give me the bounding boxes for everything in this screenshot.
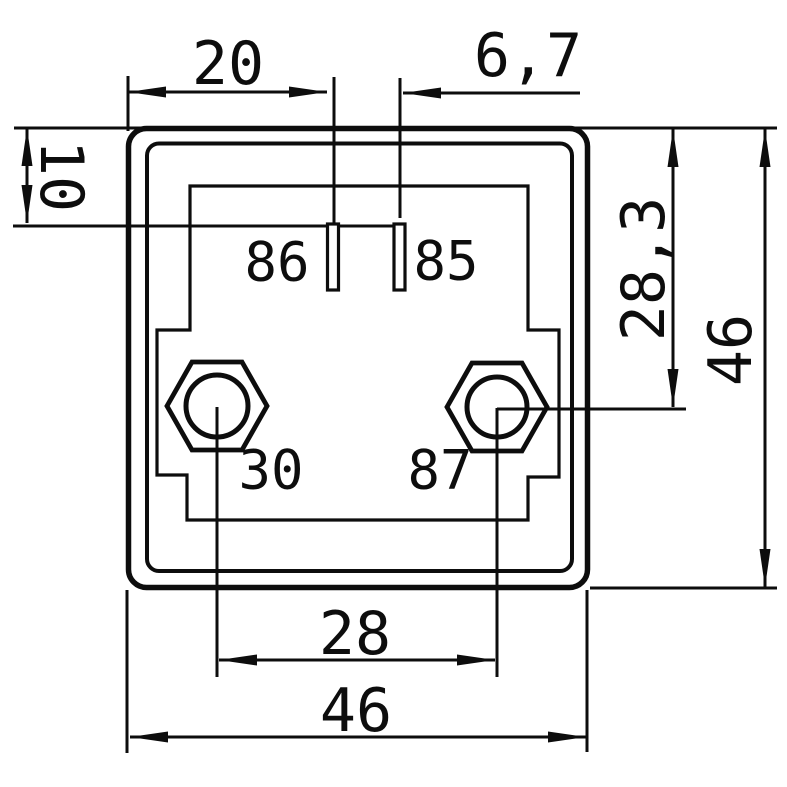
dimension-46-right: 46 [696,129,771,587]
dimension-46-bottom: 46 [130,676,586,746]
dim-10-arrow-down [21,185,33,223]
terminal-label-87: 87 [407,439,472,502]
dim-28-arrow-right [457,654,495,666]
dim-28-arrow-left [219,654,257,666]
dimension-28: 28 [219,599,495,669]
dim-label-28: 28 [319,599,391,669]
dim-46-right-arrow-down [759,549,771,587]
terminal-87-hex-nut [444,360,550,454]
terminal-85-slot [392,222,407,292]
dim-label-46-right: 46 [696,314,766,386]
dim-20-arrow-right [289,86,327,98]
dim-46-right-arrow-up [759,129,771,167]
dim-10-arrow-up [21,128,33,166]
housing-outlines [125,125,591,591]
terminal-label-86: 86 [244,231,309,294]
dim-6-7-arrow-left [403,87,441,99]
dim-label-20: 20 [192,29,264,99]
terminal-86-slot [325,222,341,292]
terminals: 86 85 30 87 [164,222,686,677]
outer-housing-outline [125,125,591,591]
dimensions: 20 6,7 10 28,3 46 [21,21,771,746]
dim-28-3-arrow-up [667,129,679,167]
dim-46-bottom-arrow-left [130,731,168,743]
dim-label-6-7: 6,7 [474,21,582,91]
dim-label-10: 10 [26,140,96,212]
dimension-28-3: 28,3 [609,129,679,407]
dim-label-46-bottom: 46 [320,676,392,746]
dimension-10: 10 [21,128,96,223]
dim-28-3-arrow-down [667,369,679,407]
dim-label-28-3: 28,3 [609,197,679,342]
inner-housing-outline [145,141,574,573]
terminal-label-30: 30 [238,439,303,502]
dim-46-bottom-arrow-right [548,731,586,743]
dimension-20: 20 [128,29,327,99]
cavity-outline [155,184,561,522]
terminal-label-85: 85 [413,230,478,293]
dim-20-arrow-left [128,86,166,98]
dimension-6-7: 6,7 [403,21,582,99]
